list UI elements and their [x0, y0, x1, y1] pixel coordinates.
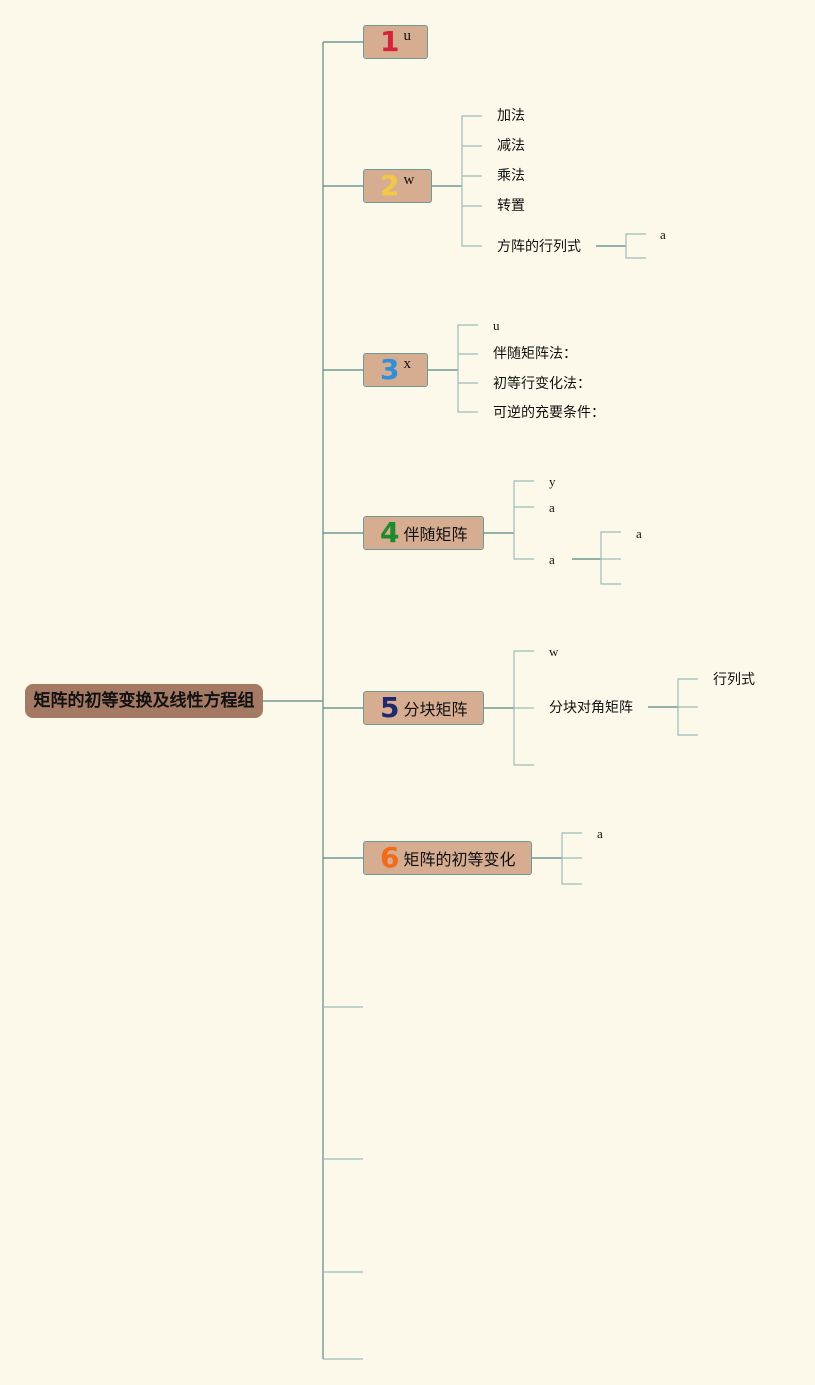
branch-2-child-transpose[interactable]: 转置 — [497, 198, 525, 214]
branch-5-child-block-diagonal[interactable]: 分块对角矩阵 — [549, 700, 633, 716]
branch-2-node[interactable]: 2 w — [363, 169, 432, 203]
branch-6-child-a[interactable]: a — [597, 826, 603, 841]
branch-4-child-a1[interactable]: a — [549, 500, 555, 515]
branch-3-child-adjugate-method[interactable]: 伴随矩阵法： — [493, 346, 577, 362]
branch-5-node[interactable]: 5 分块矩阵 — [363, 691, 484, 725]
branch-3-child-u[interactable]: u — [493, 318, 500, 333]
branch-2-sub-child-a[interactable]: a — [660, 227, 666, 242]
number-4-icon: 4 — [380, 516, 400, 549]
number-5-icon: 5 — [380, 691, 400, 724]
branch-3-bracket — [457, 324, 478, 413]
branch-4-child-y[interactable]: y — [549, 474, 556, 489]
branch-6-node[interactable]: 6 矩阵的初等变化 — [363, 841, 532, 875]
branch-2-sub-bracket — [625, 233, 646, 259]
branch-3-child-row-operation-method[interactable]: 初等行变化法： — [493, 376, 591, 392]
branch-1-label: u — [403, 27, 411, 44]
number-6-icon: 6 — [380, 841, 400, 874]
branch-3-node[interactable]: 3 x — [363, 353, 428, 387]
branch-5-label: 分块矩阵 — [403, 700, 468, 719]
branch-6-bracket — [561, 832, 582, 885]
root-topic[interactable]: 矩阵的初等变换及线性方程组 — [25, 684, 263, 718]
branch-2-child-determinant[interactable]: 方阵的行列式 — [497, 239, 581, 255]
branch-5-bracket — [513, 650, 534, 766]
branch-4-child-a2[interactable]: a — [549, 552, 555, 567]
branch-4-node[interactable]: 4 伴随矩阵 — [363, 516, 484, 550]
branch-5-child-w[interactable]: w — [549, 644, 559, 659]
branch-2-child-multiplication[interactable]: 乘法 — [497, 168, 525, 184]
branch-4-sub-bracket — [600, 531, 621, 585]
branch-5-sub-child-determinant[interactable]: 行列式 — [713, 672, 755, 688]
number-1-icon: 1 — [380, 25, 400, 58]
branch-4-label: 伴随矩阵 — [403, 525, 468, 544]
branch-5-sub-bracket — [677, 678, 698, 736]
branch-2-child-addition[interactable]: 加法 — [497, 108, 525, 124]
branch-4-sub-child-a[interactable]: a — [636, 526, 642, 541]
number-3-icon: 3 — [380, 353, 400, 386]
branch-2-child-subtraction[interactable]: 减法 — [497, 138, 525, 154]
branch-1-node[interactable]: 1 u — [363, 25, 428, 59]
branch-2-label: w — [403, 171, 415, 188]
branch-6-label: 矩阵的初等变化 — [403, 850, 516, 869]
branch-2-bracket — [461, 115, 482, 247]
branch-4-bracket — [513, 480, 534, 560]
branch-3-child-invertible-condition[interactable]: 可逆的充要条件： — [493, 405, 605, 421]
branch-3-label: x — [403, 355, 411, 372]
number-2-icon: 2 — [380, 169, 400, 202]
